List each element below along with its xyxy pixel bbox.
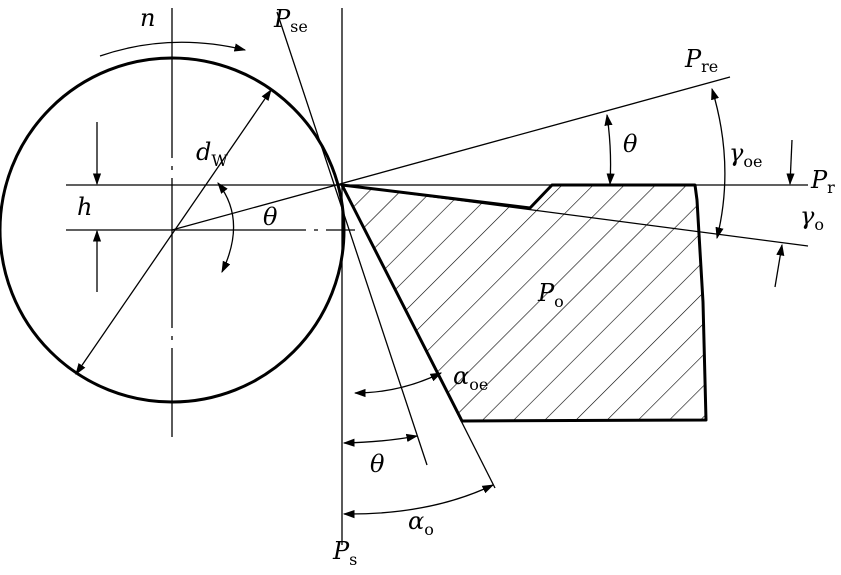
- gamma-o-lower-arrow: [774, 243, 785, 288]
- label-alpha-oe: αoe: [453, 362, 488, 394]
- theta-top-arc: [604, 113, 615, 186]
- theta-center-arc: [217, 182, 235, 274]
- gamma-oe-arc: [711, 87, 726, 240]
- gamma-o-upper-arrow: [786, 139, 795, 186]
- label-theta-top: θ: [623, 130, 638, 158]
- alpha-oe-arc: [353, 372, 443, 398]
- label-gamma-o: γo: [800, 202, 824, 234]
- label-h: h: [77, 193, 92, 221]
- label-pr: Pr: [810, 166, 835, 197]
- label-pre: Pre: [684, 45, 718, 76]
- tool-section: [340, 183, 708, 423]
- label-alpha-o: αo: [408, 507, 434, 539]
- label-gamma-oe: γoe: [729, 139, 762, 171]
- label-dw: dW: [196, 138, 228, 170]
- theta-bottom-arc: [342, 433, 419, 447]
- label-theta-center: θ: [263, 203, 278, 231]
- label-po: Po: [537, 279, 564, 311]
- label-pse: Pse: [273, 5, 308, 36]
- label-theta-bottom: θ: [370, 450, 385, 478]
- diameter-line: [75, 89, 272, 375]
- label-ps: Ps: [332, 537, 357, 569]
- rotation-arrow: [99, 41, 247, 57]
- label-n: n: [140, 4, 155, 32]
- alpha-o-arc: [342, 484, 495, 519]
